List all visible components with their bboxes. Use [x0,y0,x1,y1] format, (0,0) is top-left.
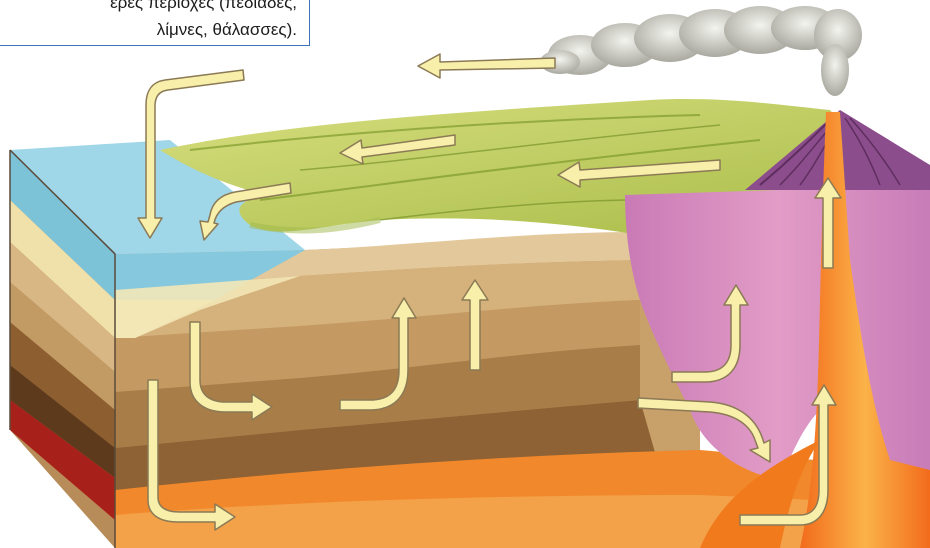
arrow-left-smoke [418,54,555,78]
volcano-smoke [540,6,862,96]
caption-box: ερες περιοχές (πεδιάδες, λίμνες, θάλασσε… [0,0,310,46]
caption-line-2: λίμνες, θάλασσες). [9,16,297,43]
caption-line-1: ερες περιοχές (πεδιάδες, [9,0,297,16]
